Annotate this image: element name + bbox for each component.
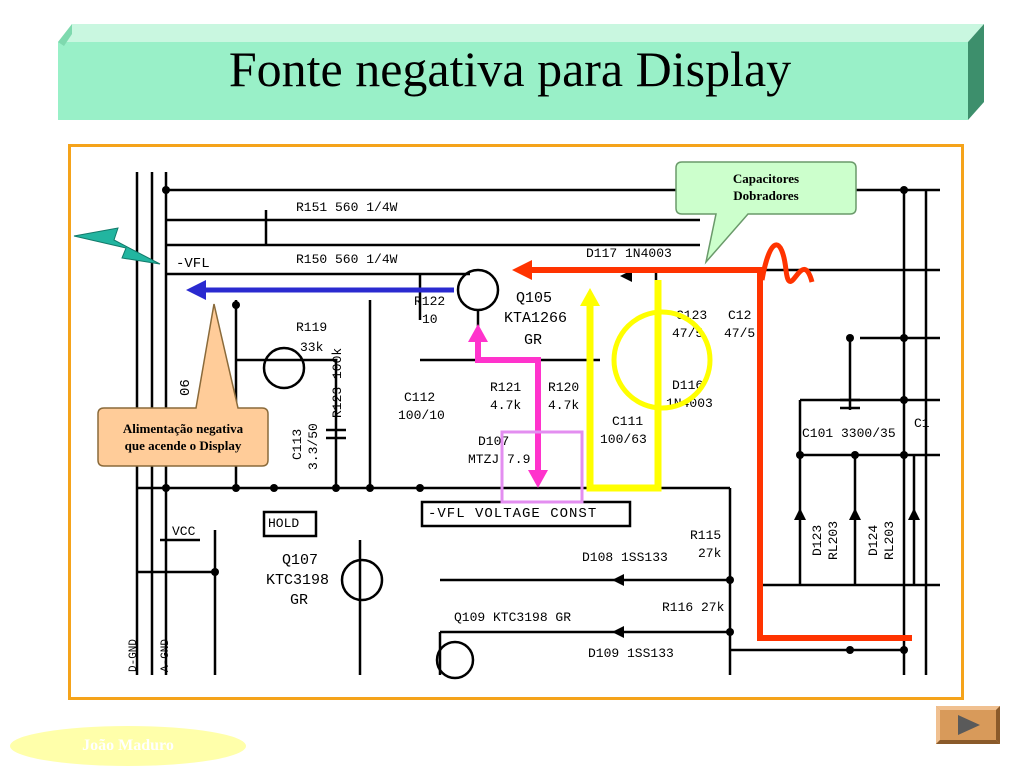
callout-feed: Alimentação negativa que acende o Displa…: [100, 420, 266, 454]
label-d116: D116: [672, 378, 704, 393]
callout-feed-line1: Alimentação negativa: [122, 421, 244, 436]
label-r115-val: 27k: [698, 546, 722, 561]
label-c12x-val: 47/5: [724, 326, 756, 341]
next-arrow-icon: [936, 706, 1000, 744]
callout-capacitors-line2: Dobradores: [733, 188, 799, 203]
label-d117: D117 1N4003: [586, 246, 672, 261]
blue-arrow: [186, 280, 454, 300]
pink-path: [468, 324, 584, 504]
label-c12x: C12: [728, 308, 752, 323]
label-c1x: C1: [914, 416, 930, 431]
label-r151: R151 560 1/4W: [296, 200, 398, 215]
lightning-bolt-icon: [73, 227, 161, 265]
label-vfl-const: -VFL VOLTAGE CONST: [428, 506, 598, 522]
label-r119-val: 33k: [300, 340, 324, 355]
label-r121: R121: [490, 380, 522, 395]
label-r119: R119: [296, 320, 328, 335]
label-q107-grade: GR: [290, 592, 309, 609]
label-q105-grade: GR: [524, 332, 543, 349]
label-hold: HOLD: [268, 516, 300, 531]
label-r116: R116 27k: [662, 600, 725, 615]
label-q107: Q107: [282, 552, 319, 569]
label-r120-val: 4.7k: [548, 398, 580, 413]
label-r122: R122: [414, 294, 446, 309]
label-c123-val: 47/5: [672, 326, 704, 341]
label-r120: R120: [548, 380, 580, 395]
label-c111: C111: [612, 414, 644, 429]
next-slide-button[interactable]: [936, 706, 1000, 744]
label-d108: D108 1SS133: [582, 550, 668, 565]
label-r115: R115: [690, 528, 722, 543]
label-c112: C112: [404, 390, 436, 405]
label-r150: R150 560 1/4W: [296, 252, 398, 267]
red-charge-path: [512, 242, 912, 641]
callout-capacitors-line1: Capacitores: [732, 171, 800, 186]
label-vfl: -VFL: [176, 256, 210, 272]
label-d107-part: MTZJ 7.9: [468, 452, 531, 467]
label-c101: C101 3300/35: [802, 426, 896, 441]
callout-feed-line2: que acende o Display: [124, 438, 242, 453]
label-q105-part: KTA1266: [504, 310, 568, 327]
label-r122-val: 10: [422, 312, 438, 327]
label-d109: D109 1SS133: [588, 646, 674, 661]
label-q105: Q105: [516, 290, 553, 307]
callout-capacitors: Capacitores Dobradores: [680, 170, 852, 204]
slide-title: Fonte negativa para Display: [228, 41, 792, 97]
label-c111-val: 100/63: [600, 432, 647, 447]
author-name: João Maduro: [82, 737, 174, 754]
label-r121-val: 4.7k: [490, 398, 522, 413]
yellow-charge-path: [580, 280, 713, 492]
label-vcc: VCC: [172, 524, 196, 539]
label-c112-val: 100/10: [398, 408, 445, 423]
title-banner: [58, 24, 984, 120]
label-q109: Q109 KTC3198 GR: [454, 610, 572, 625]
label-q107-part: KTC3198: [266, 572, 330, 589]
